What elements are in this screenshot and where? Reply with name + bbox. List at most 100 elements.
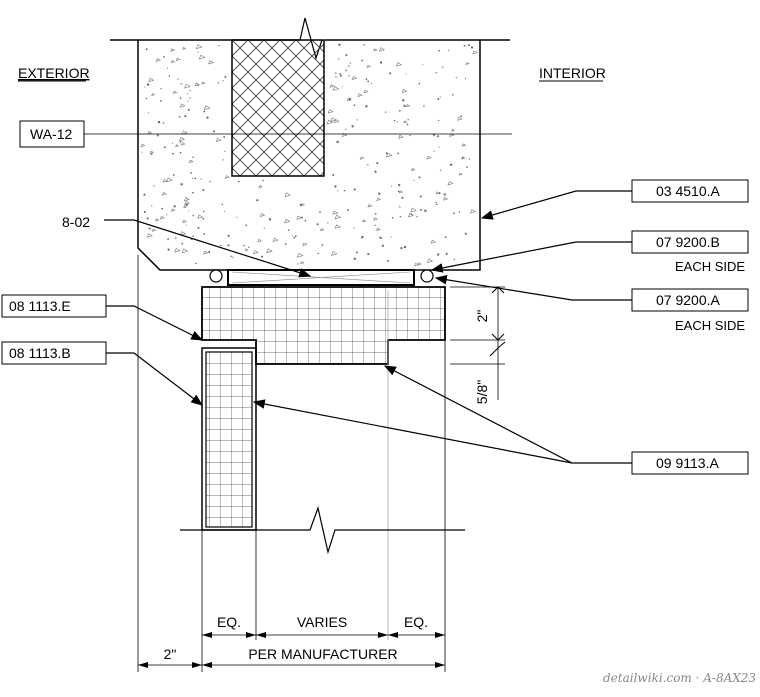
concrete-aggregate [194, 82, 200, 87]
concrete-aggregate [363, 89, 369, 94]
concrete-aggregate [175, 144, 180, 148]
concrete-aggregate [163, 146, 166, 149]
concrete-aggregate [192, 156, 194, 158]
concrete-aggregate [155, 218, 160, 222]
concrete-aggregate [177, 78, 179, 80]
concrete-aggregate [202, 210, 205, 213]
tag-07-9200-b: 07 9200.B [656, 234, 720, 250]
concrete-aggregate [376, 161, 379, 165]
concrete-aggregate [356, 119, 358, 121]
concrete-aggregate [155, 58, 162, 62]
concrete-aggregate [141, 151, 143, 153]
concrete-aggregate [253, 250, 259, 255]
concrete-stipple [140, 43, 478, 267]
concrete-aggregate [389, 72, 392, 75]
concrete-aggregate [269, 217, 271, 220]
concrete-aggregate [461, 143, 467, 147]
concrete-aggregate [397, 190, 400, 193]
concrete-aggregate [407, 213, 414, 218]
concrete-aggregate [447, 181, 454, 186]
concrete-aggregate [355, 251, 358, 254]
interior-label: INTERIOR [539, 65, 606, 81]
concrete-aggregate [353, 257, 356, 260]
concrete-aggregate [212, 130, 215, 133]
concrete-aggregate [367, 164, 369, 166]
concrete-aggregate [439, 96, 441, 98]
concrete-aggregate [438, 146, 440, 148]
concrete-aggregate [168, 75, 171, 77]
concrete-aggregate [335, 76, 337, 78]
concrete-aggregate [186, 93, 188, 95]
concrete-aggregate [175, 237, 177, 239]
concrete-aggregate [143, 210, 146, 213]
concrete-aggregate [167, 248, 170, 251]
concrete-aggregate [403, 104, 406, 108]
concrete-aggregate [403, 120, 408, 124]
concrete-aggregate [458, 211, 461, 213]
tag-08-1113-b: 08 1113.B [9, 345, 71, 361]
concrete-aggregate [237, 180, 240, 183]
concrete-aggregate [413, 179, 415, 181]
concrete-aggregate [333, 119, 340, 124]
concrete-aggregate [293, 236, 296, 239]
concrete-aggregate [452, 94, 454, 96]
concrete-aggregate [409, 134, 411, 137]
dimension-reveal [450, 340, 506, 400]
concrete-aggregate [351, 76, 358, 81]
dim-head-depth-text: 2" [474, 310, 490, 323]
concrete-aggregate [403, 245, 407, 249]
concrete-aggregate [300, 203, 306, 206]
concrete-aggregate [449, 133, 455, 137]
exterior-label: EXTERIOR [18, 65, 90, 81]
tag-07-9200-b-group [430, 230, 749, 273]
concrete-aggregate [397, 152, 399, 155]
concrete-aggregate [179, 140, 182, 143]
tag-08-1113-e: 08 1113.E [9, 298, 71, 314]
concrete-aggregate [170, 48, 176, 52]
concrete-aggregate [189, 90, 191, 92]
dim-eq-left: EQ. [217, 614, 241, 630]
concrete-aggregate [259, 213, 266, 217]
concrete-aggregate [183, 205, 188, 209]
concrete-aggregate [179, 231, 187, 236]
concrete-aggregate [444, 236, 447, 238]
concrete-aggregate [464, 78, 467, 80]
concrete-aggregate [423, 105, 425, 107]
concrete-aggregate [192, 214, 195, 217]
concrete-aggregate [248, 246, 250, 248]
concrete-aggregate [417, 262, 422, 266]
concrete-aggregate [224, 175, 230, 179]
leader-8-02 [104, 219, 312, 278]
concrete-aggregate [287, 229, 290, 231]
concrete-aggregate [262, 179, 264, 182]
concrete-aggregate [151, 228, 157, 232]
concrete-aggregate [161, 191, 168, 196]
concrete-aggregate [469, 209, 476, 214]
wall-tag-box [19, 120, 85, 148]
concrete-aggregate [261, 255, 263, 258]
concrete-aggregate [327, 109, 334, 114]
concrete-aggregate [367, 203, 373, 208]
concrete-aggregate [374, 212, 377, 215]
concrete-aggregate [410, 207, 417, 213]
concrete-aggregate [157, 120, 161, 124]
concrete-aggregate [455, 76, 457, 79]
tag-08-1113-e-group [1, 294, 204, 341]
concrete-aggregate [172, 174, 175, 176]
concrete-aggregate [332, 86, 340, 91]
concrete-aggregate [385, 152, 393, 158]
concrete-aggregate [188, 159, 194, 164]
concrete-aggregate [331, 251, 338, 256]
concrete-aggregate [203, 250, 209, 255]
concrete-aggregate [151, 205, 153, 207]
door-frame-jamb [205, 351, 253, 528]
concrete-aggregate [386, 259, 389, 262]
concrete-aggregate [208, 250, 211, 254]
concrete-aggregate [300, 260, 305, 265]
concrete-aggregate [373, 217, 378, 221]
concrete-aggregate [378, 192, 381, 195]
concrete-aggregate [209, 180, 211, 183]
concrete-aggregate [438, 119, 440, 122]
concrete-aggregate [449, 163, 453, 166]
concrete-aggregate [370, 82, 373, 84]
